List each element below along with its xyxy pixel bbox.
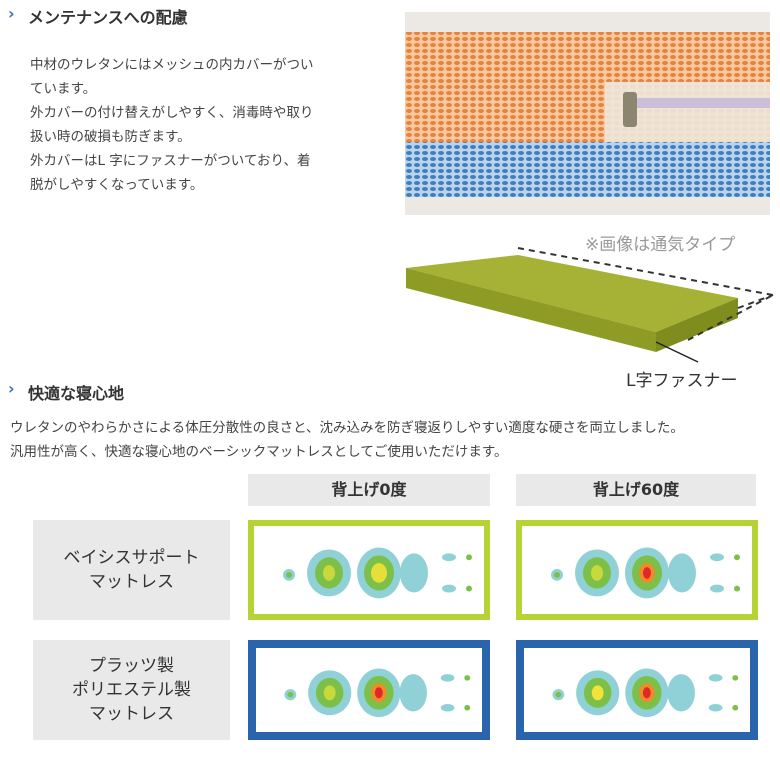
photo-caption: ※画像は通気タイプ bbox=[585, 235, 736, 255]
text-line: ています。 bbox=[30, 81, 97, 97]
text-line: 外カバーの付け替えがしやすく、消毒時や取り bbox=[30, 105, 314, 121]
mattress-illustration bbox=[398, 240, 778, 370]
pressure-map bbox=[248, 640, 490, 740]
text-line: 脱がしやすくなっています。 bbox=[30, 177, 204, 193]
pressure-map bbox=[248, 520, 490, 620]
text-line: 中材のウレタンにはメッシュの内カバーがつい bbox=[30, 57, 314, 73]
column-header: 背上げ0度 bbox=[248, 474, 490, 506]
maintenance-text: 中材のウレタンにはメッシュの内カバーがつい ています。 外カバーの付け替えがしや… bbox=[30, 53, 370, 197]
text-line: ウレタンのやわらかさによる体圧分散性の良さと、沈み込みを防ぎ寝返りしやすい適度な… bbox=[10, 420, 684, 436]
row-label: プラッツ製 ポリエステル製 マットレス bbox=[33, 640, 230, 740]
column-header: 背上げ60度 bbox=[516, 474, 756, 506]
text-line: 外カバーはL 字にファスナーがついており、着 bbox=[30, 153, 311, 169]
chevron-right-icon: › bbox=[8, 4, 15, 23]
chevron-right-icon: › bbox=[8, 379, 15, 398]
comfort-text: ウレタンのやわらかさによる体圧分散性の良さと、沈み込みを防ぎ寝返りしやすい適度な… bbox=[10, 416, 780, 464]
maintenance-heading: メンテナンスへの配慮 bbox=[28, 8, 188, 27]
comfort-heading: 快適な寝心地 bbox=[28, 384, 125, 403]
zipper-label: L字ファスナー bbox=[626, 371, 738, 391]
pressure-map bbox=[516, 520, 758, 620]
row-label: ベイシスサポート マットレス bbox=[33, 520, 230, 620]
mesh-cover-photo bbox=[405, 12, 770, 215]
text-line: 扱い時の破損も防ぎます。 bbox=[30, 129, 191, 145]
text-line: 汎用性が高く、快適な寝心地のベーシックマットレスとしてご使用いただけます。 bbox=[10, 444, 508, 460]
pressure-map bbox=[516, 640, 758, 740]
